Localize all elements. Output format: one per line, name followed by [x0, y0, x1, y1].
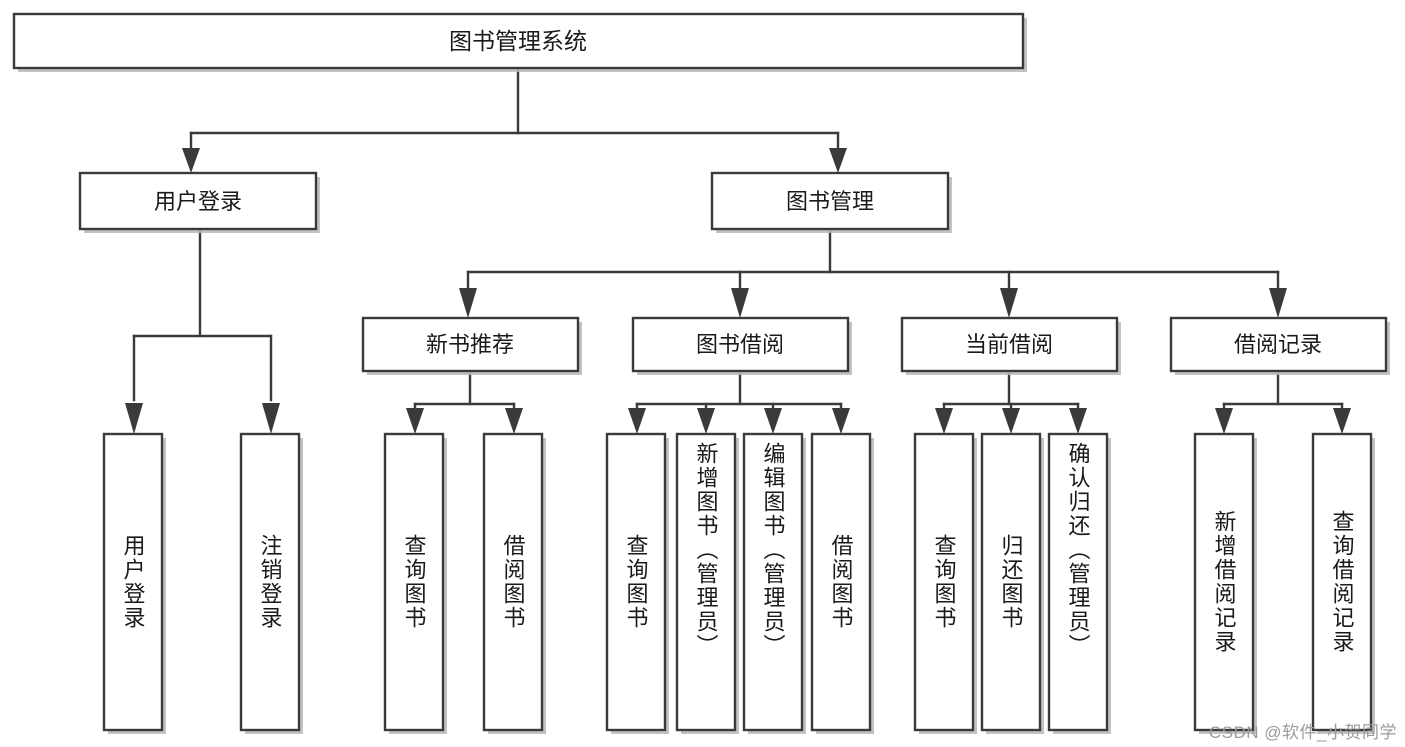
- leaf-box-borrow-book-1[interactable]: [482, 432, 544, 732]
- borrow-record-box[interactable]: [1169, 316, 1388, 373]
- arrow-to-leaf-query-record: [1333, 408, 1351, 434]
- user-login-label: 用户登录: [154, 189, 242, 214]
- arrow-to-borrow-record: [1269, 288, 1287, 318]
- user-login-box[interactable]: [78, 171, 318, 231]
- book-management-box[interactable]: [710, 171, 950, 231]
- node-book-management[interactable]: 图书管理: [710, 171, 952, 233]
- new-book-recommend-box[interactable]: [361, 316, 580, 373]
- leaf-box-query-book-3[interactable]: [913, 432, 975, 732]
- node-book-borrow[interactable]: 图书借阅: [631, 316, 852, 375]
- leaf-box-edit-book[interactable]: [742, 432, 804, 732]
- arrow-to-book-borrow: [731, 288, 749, 318]
- arrow-to-leaf-return-book: [1002, 408, 1020, 434]
- leaf-box-return-book[interactable]: [980, 432, 1042, 732]
- root-box[interactable]: [12, 12, 1025, 70]
- leaf-box-add-record[interactable]: [1193, 432, 1255, 732]
- borrow-record-label: 借阅记录: [1234, 332, 1322, 357]
- current-borrow-label: 当前借阅: [965, 332, 1053, 357]
- book-management-label: 图书管理: [786, 189, 874, 214]
- arrow-to-leaf-user-logout: [262, 403, 280, 434]
- book-borrow-label: 图书借阅: [696, 332, 784, 357]
- arrow-to-leaf-query-book-2: [628, 408, 646, 434]
- arrow-to-leaf-borrow-book-1: [505, 408, 523, 434]
- book-borrow-box[interactable]: [631, 316, 850, 373]
- leaf-box-confirm-return[interactable]: [1047, 432, 1109, 732]
- arrow-to-leaf-query-book-1: [406, 408, 424, 434]
- new-book-recommend-label: 新书推荐: [426, 332, 514, 357]
- leaf-box-user-logout[interactable]: [239, 432, 301, 732]
- leaf-box-query-book-2[interactable]: [605, 432, 667, 732]
- leaf-box-query-record[interactable]: [1311, 432, 1373, 732]
- root-label: 图书管理系统: [449, 28, 587, 54]
- arrow-to-leaf-confirm-return: [1069, 408, 1087, 434]
- node-current-borrow[interactable]: 当前借阅: [900, 316, 1121, 375]
- arrow-to-leaf-query-book-3: [935, 408, 953, 434]
- leaf-box-borrow-book-2[interactable]: [810, 432, 872, 732]
- leaf-box-user-login[interactable]: [102, 432, 164, 732]
- node-borrow-record[interactable]: 借阅记录: [1169, 316, 1390, 375]
- arrow-to-leaf-edit-book: [764, 408, 782, 434]
- node-new-book-recommend[interactable]: 新书推荐: [361, 316, 582, 375]
- arrow-to-leaf-borrow-book-2: [832, 408, 850, 434]
- csdn-watermark: CSDN @软件_小贺同学: [1208, 723, 1397, 742]
- arrow-to-user-login: [182, 148, 200, 173]
- leaf-box-add-book[interactable]: [675, 432, 737, 732]
- node-user-login[interactable]: 用户登录: [78, 171, 320, 233]
- leaf-box-group: [102, 432, 1375, 734]
- arrow-to-leaf-add-book: [697, 408, 715, 434]
- edge-group: [125, 66, 1351, 434]
- arrow-to-current-borrow: [1000, 288, 1018, 318]
- leaf-box-query-book-1[interactable]: [383, 432, 445, 732]
- arrow-to-leaf-add-record: [1215, 408, 1233, 434]
- current-borrow-box[interactable]: [900, 316, 1119, 373]
- arrow-to-new-book-recommend: [459, 288, 477, 318]
- arrow-to-leaf-user-login: [125, 403, 143, 434]
- arrow-to-book-management: [829, 148, 847, 173]
- node-root[interactable]: 图书管理系统: [12, 12, 1027, 72]
